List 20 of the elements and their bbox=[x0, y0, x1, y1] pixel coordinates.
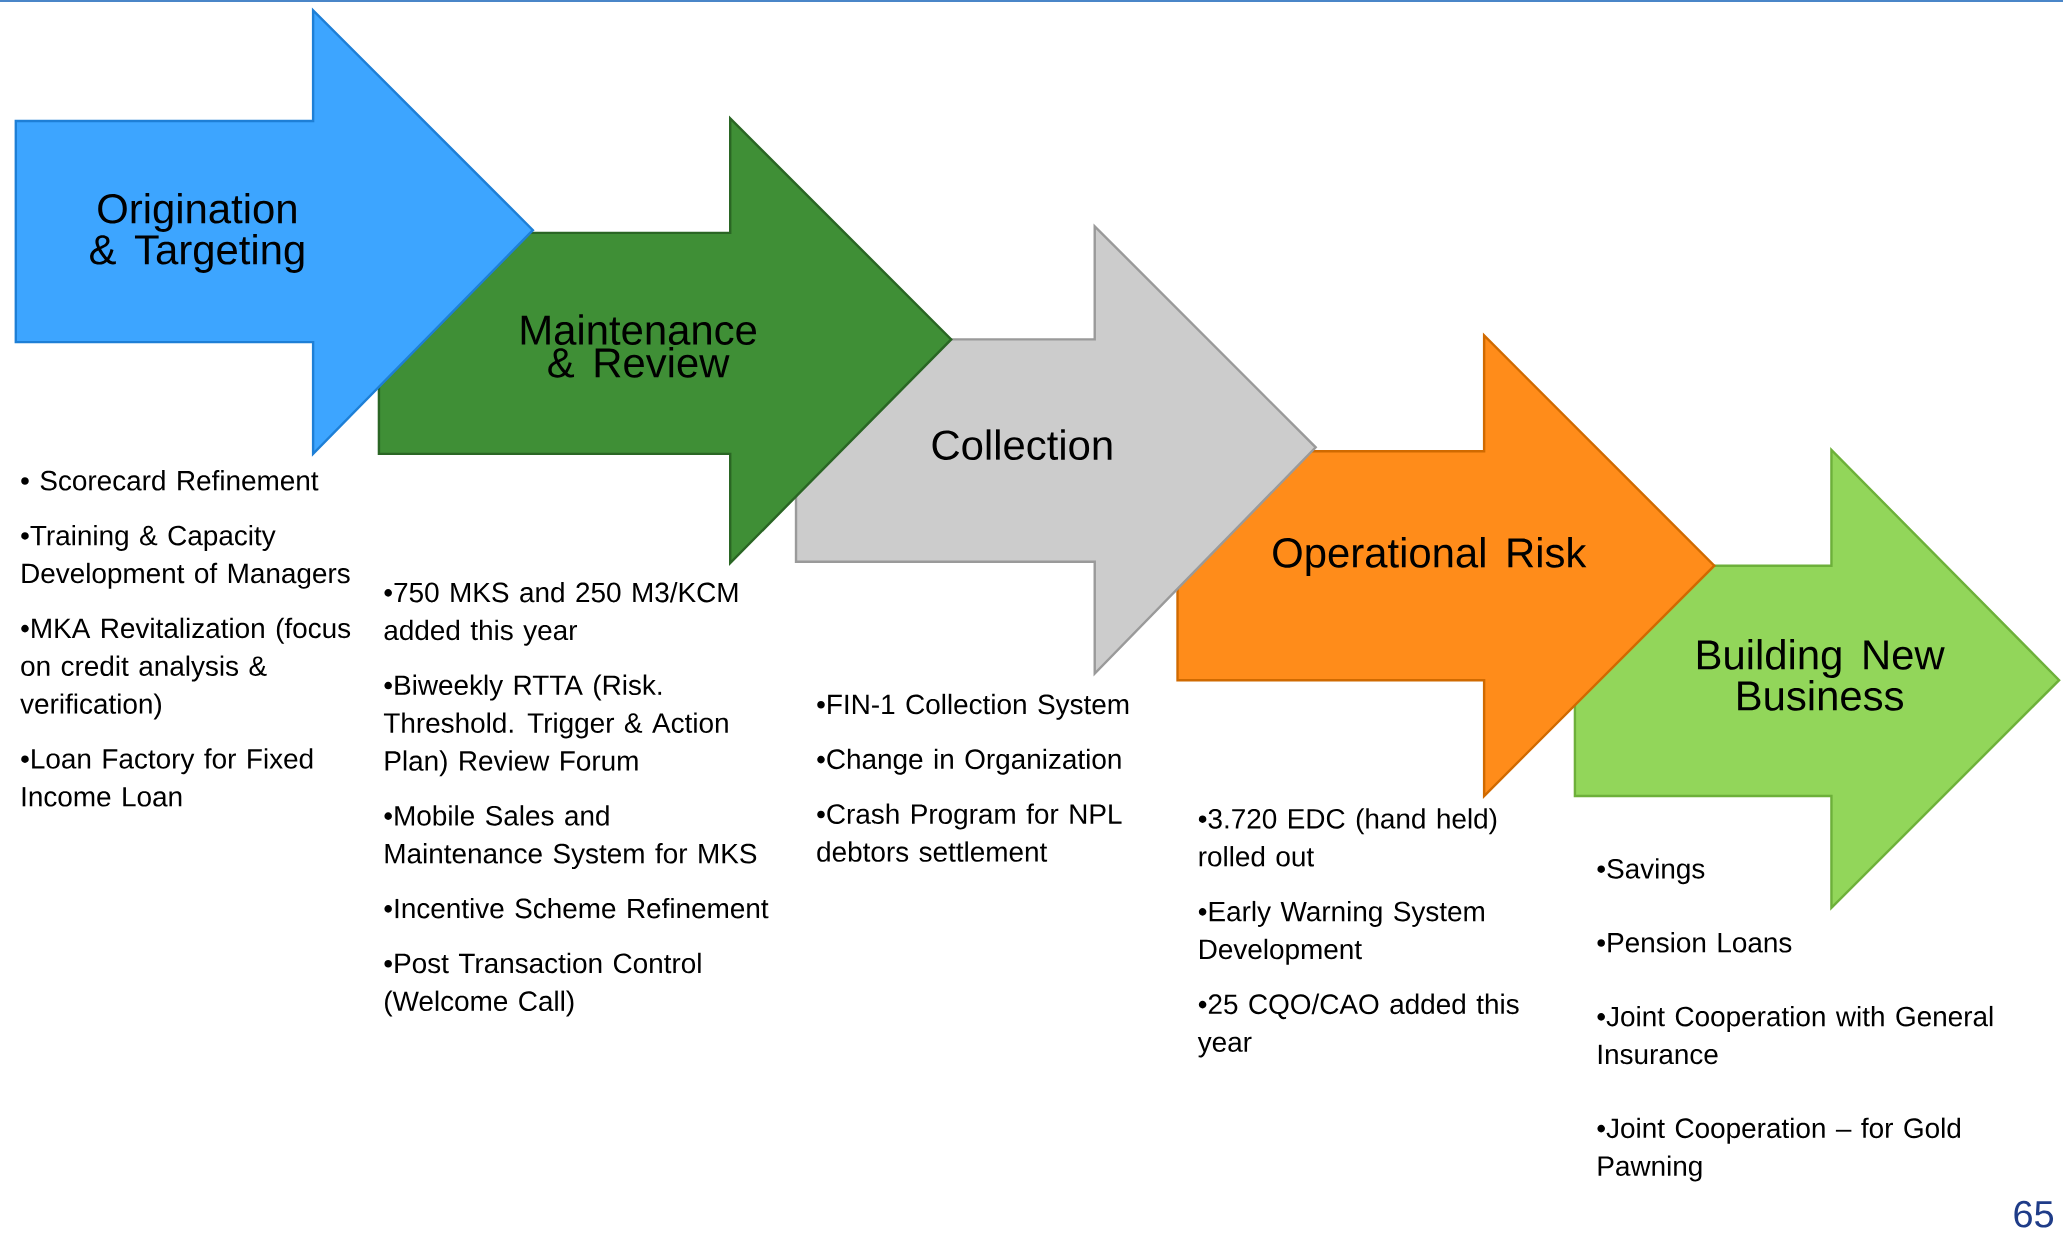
bullet-text: •Joint Cooperation with General Insurance bbox=[1597, 1005, 1993, 1065]
bullet-text: •Incentive Scheme Refinement bbox=[384, 897, 769, 919]
bullet-text: •Loan Factory for Fixed Income Loan bbox=[21, 748, 313, 807]
bullet-text: •25 CQO/CAO added this year bbox=[1197, 993, 1519, 1058]
bullet-text: •3.720 EDC (hand held) rolled out bbox=[1198, 808, 1497, 867]
bullet-text: •Savings bbox=[1597, 858, 1705, 885]
bullet-text: •FIN-1 Collection System bbox=[817, 693, 1129, 720]
bullet-text: •Post Transaction Control (Welcome Call) bbox=[384, 952, 701, 1017]
bullet-text: •750 MKS and 250 M3/KCM added this year bbox=[384, 581, 738, 646]
bullet-text: •Joint Cooperation – for Gold Pawning bbox=[1597, 1117, 1961, 1182]
bullet-text: •Mobile Sales and Maintenance System for MKS bbox=[384, 805, 757, 870]
bullet-text: •Training & Capacity Development of Managers bbox=[21, 524, 350, 589]
bullet-text: • Scorecard Refinement bbox=[21, 470, 319, 491]
bullet-text: •Change in Organization bbox=[817, 748, 1121, 775]
bullet-text: •Crash Program for NPL debtors settlement bbox=[817, 803, 1122, 862]
bullet-text: •MKA Revitalization (focus on credit analysis & verification) bbox=[20, 617, 351, 720]
bullet-text: •Pension Loans bbox=[1597, 932, 1792, 953]
page-number: 65 bbox=[2014, 1200, 2054, 1228]
bullet-text: •Biweekly RTTA (Risk. Threshold. Trigger & Action Plan) Review Forum bbox=[383, 674, 728, 777]
bullet-text: •Early Warning System Development bbox=[1198, 900, 1484, 965]
